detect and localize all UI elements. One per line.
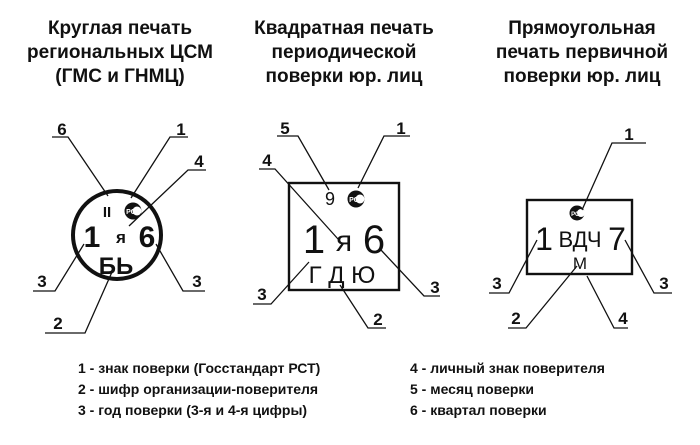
- rect-stamp-verifier-letter: М: [573, 254, 587, 273]
- round-leader-2: [45, 271, 113, 334]
- rect-stamp-group: Прямоугольная печать первичной поверки ю…: [489, 18, 672, 329]
- round-stamp-verifier-letter: я: [115, 228, 126, 247]
- round-stamp-title-line-2: региональных ЦСМ: [27, 42, 213, 63]
- square-leader-1: [357, 135, 410, 189]
- rst-sign-icon: РСТ: [124, 202, 142, 220]
- legend-item-3: 3 - год поверки (3-я и 4-я цифры): [78, 402, 307, 418]
- legend-item-4: 4 - личный знак поверителя: [410, 360, 605, 376]
- round-stamp-title-line-1: Круглая печать: [48, 18, 192, 39]
- rect-stamp-org-code: ВДЧ: [558, 227, 601, 252]
- rect-stamp-title-line-3: поверки юр. лиц: [504, 66, 661, 87]
- rect-stamp-year-digit-1: 1: [535, 221, 553, 257]
- square-stamp-title-line-2: периодической: [272, 42, 417, 63]
- round-stamp-year-digit-2: 6: [139, 221, 156, 254]
- round-callout-3-left: 3: [37, 272, 46, 291]
- square-stamp-month: 9: [325, 189, 335, 209]
- round-stamp-org-code: БЬ: [99, 253, 134, 280]
- rect-stamp-title-line-1: Прямоугольная: [508, 18, 656, 39]
- square-stamp-group: Квадратная печать периодической поверки …: [253, 18, 440, 329]
- legend-item-1: 1 - знак поверки (Госстандарт РСТ): [78, 360, 320, 376]
- round-leader-3-left: [33, 243, 85, 292]
- rect-callout-3-right: 3: [659, 274, 668, 293]
- square-leader-3-right: [380, 249, 440, 297]
- round-stamp-outline: [71, 189, 163, 281]
- rect-callout-1: 1: [624, 125, 633, 144]
- square-stamp-org-code: Г Д Ю: [309, 262, 376, 289]
- rect-callout-4: 4: [618, 309, 628, 328]
- svg-text:РСТ: РСТ: [126, 209, 140, 216]
- legend-item-5: 5 - месяц поверки: [410, 381, 534, 397]
- rst-sign-icon: РСТ: [347, 190, 365, 208]
- rect-callout-2: 2: [511, 309, 520, 328]
- rect-callout-3-left: 3: [492, 274, 501, 293]
- rect-stamp-outline: [525, 198, 634, 276]
- square-callout-3-right: 3: [430, 278, 439, 297]
- round-callout-4: 4: [194, 152, 204, 171]
- rect-stamp-year-digit-2: 7: [608, 221, 626, 257]
- legend: 1 - знак поверки (Госстандарт РСТ) 2 - ш…: [78, 360, 605, 418]
- square-leader-5: [277, 135, 330, 191]
- rect-stamp-title-line-2: печать первичной: [496, 42, 668, 63]
- svg-text:РСТ: РСТ: [571, 212, 583, 218]
- square-stamp-year-digit-1: 1: [303, 218, 325, 262]
- rect-leader-1: [581, 142, 646, 211]
- rect-leader-3-right: [624, 239, 672, 294]
- round-stamp-title-line-3: (ГМС и ГНМЦ): [55, 66, 184, 87]
- square-callout-1: 1: [396, 119, 405, 138]
- square-stamp-title-line-3: поверки юр. лиц: [266, 66, 423, 87]
- rect-leader-3-left: [489, 239, 538, 294]
- round-callout-6: 6: [57, 120, 66, 139]
- round-leader-6: [52, 136, 109, 197]
- round-callout-3-right: 3: [192, 272, 201, 291]
- square-stamp-verifier-letter: я: [336, 225, 352, 258]
- round-stamp-year-digit-1: 1: [84, 221, 101, 254]
- square-leader-3-left: [253, 261, 310, 305]
- svg-text:РСТ: РСТ: [349, 197, 363, 204]
- rst-sign-icon: РСТ: [569, 205, 585, 221]
- round-leader-3-right: [155, 243, 205, 292]
- legend-item-2: 2 - шифр организации-поверителя: [78, 381, 318, 397]
- round-callout-2: 2: [53, 314, 62, 333]
- square-leader-2: [339, 284, 386, 329]
- square-leader-4: [259, 168, 339, 240]
- round-leader-1: [130, 136, 188, 199]
- rect-leader-4: [586, 275, 628, 329]
- rect-leader-2: [508, 265, 578, 329]
- round-leader-4: [128, 169, 206, 227]
- square-callout-5: 5: [280, 119, 289, 138]
- legend-item-6: 6 - квартал поверки: [410, 402, 547, 418]
- round-callout-1: 1: [176, 120, 185, 139]
- square-stamp-year-digit-2: 6: [363, 218, 385, 262]
- round-stamp-quarter: II: [103, 204, 111, 221]
- square-stamp-title-line-1: Квадратная печать: [254, 18, 434, 39]
- round-stamp-group: Круглая печать региональных ЦСМ (ГМС и Г…: [27, 18, 213, 334]
- square-callout-4: 4: [262, 151, 272, 170]
- square-callout-2: 2: [373, 310, 382, 329]
- square-callout-3-left: 3: [257, 285, 266, 304]
